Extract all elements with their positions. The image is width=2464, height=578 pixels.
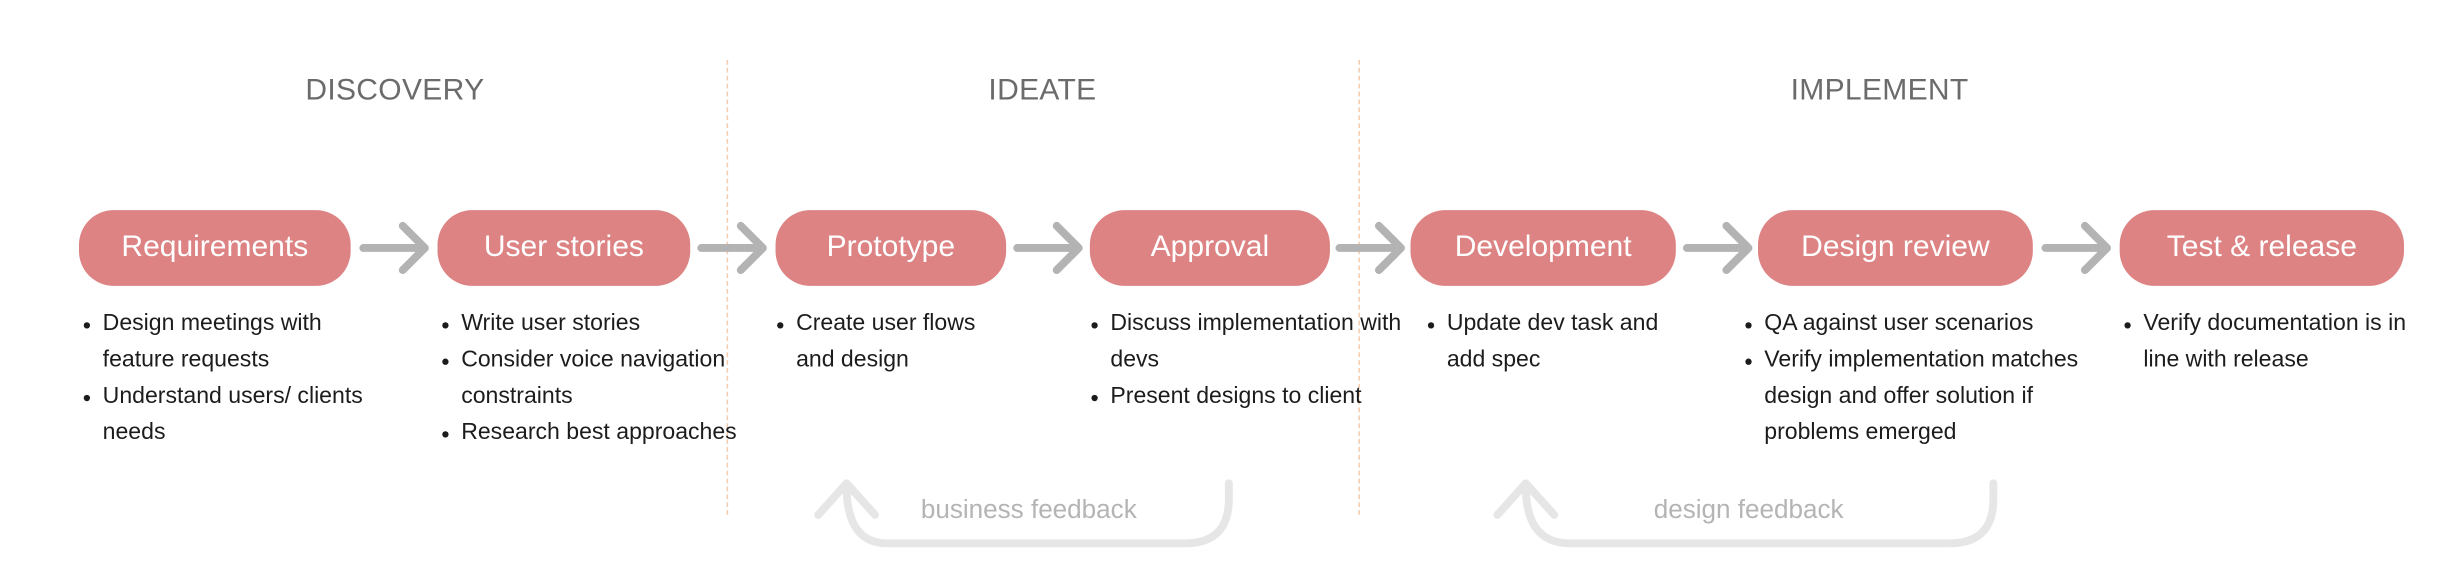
note-item: Understand users/ clients needs bbox=[83, 379, 387, 452]
note-item: Update dev task and add spec bbox=[1427, 306, 1660, 379]
notes-development: Update dev task and add spec bbox=[1426, 306, 1660, 379]
note-item: Research best approaches bbox=[442, 415, 737, 451]
phase-ideate: IDEATE bbox=[988, 74, 1097, 108]
arrow-right-icon bbox=[1682, 221, 1753, 275]
step-user-stories: User stories bbox=[437, 210, 691, 286]
step-approval: Approval bbox=[1089, 210, 1330, 286]
business-feedback-loop-arrow-icon bbox=[814, 479, 1233, 548]
notes-prototype: Create user flows and design bbox=[776, 306, 1018, 379]
arrow-right-icon bbox=[1335, 221, 1405, 275]
note-item: Verify documentation is in line with rel… bbox=[2124, 306, 2412, 379]
step-test-release: Test & release bbox=[2119, 210, 2404, 286]
notes-design-review: QA against user scenarios Verify impleme… bbox=[1744, 306, 2120, 451]
step-design-review: Design review bbox=[1757, 210, 2033, 286]
notes-user-stories: Write user stories Consider voice naviga… bbox=[441, 306, 738, 451]
note-item: Consider voice navigation constraints bbox=[442, 343, 737, 416]
note-item: Write user stories bbox=[442, 306, 737, 342]
step-requirements: Requirements bbox=[78, 210, 351, 286]
note-item: Design meetings with feature requests bbox=[83, 306, 387, 379]
note-item: Discuss implementation with devs bbox=[1091, 306, 1402, 379]
design-feedback-loop-arrow-icon bbox=[1493, 479, 1998, 548]
notes-approval: Discuss implementation with devs Present… bbox=[1090, 306, 1403, 415]
step-development: Development bbox=[1410, 210, 1676, 286]
phase-divider bbox=[726, 60, 729, 515]
phase-implement: IMPLEMENT bbox=[1790, 74, 1969, 108]
arrow-right-icon bbox=[2041, 221, 2112, 275]
notes-test-release: Verify documentation is in line with rel… bbox=[2123, 306, 2412, 379]
step-prototype: Prototype bbox=[775, 210, 1007, 286]
phase-divider bbox=[1358, 60, 1360, 515]
phase-discovery: DISCOVERY bbox=[305, 74, 485, 108]
arrow-right-icon bbox=[1013, 221, 1083, 275]
note-item: Verify implementation matches design and… bbox=[1745, 343, 2119, 452]
note-item: QA against user scenarios bbox=[1745, 306, 2119, 342]
note-item: Create user flows and design bbox=[777, 306, 1017, 379]
design-feedback-label: design feedback bbox=[1653, 495, 1844, 525]
arrow-right-icon bbox=[697, 221, 767, 275]
notes-requirements: Design meetings with feature requests Un… bbox=[82, 306, 387, 451]
arrow-right-icon bbox=[359, 221, 429, 275]
note-item: Present designs to client bbox=[1091, 379, 1402, 415]
business-feedback-label: business feedback bbox=[920, 495, 1137, 525]
